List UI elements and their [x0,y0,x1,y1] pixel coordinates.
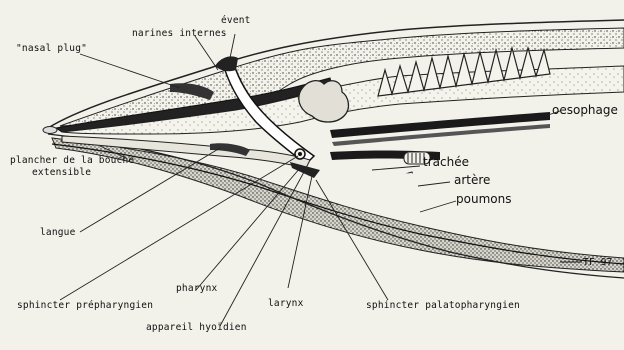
label-extensible: extensible [32,167,91,178]
label-trachee: trachée [423,155,469,169]
label-event: évent [221,15,251,26]
label-sphincter-prepharyngien: sphincter prépharyngien [17,300,153,311]
label-langue: langue [40,227,76,238]
blowhole [215,56,238,71]
label-narines-internes: narines internes [132,28,227,39]
snout-tip [43,127,57,134]
label-artere: artère [454,173,490,187]
label-larynx: larynx [268,298,304,309]
label-poumons: poumons [456,192,511,206]
label-oesophage: oesophage [552,103,618,117]
label-plancher: plancher de la bouche [10,155,134,166]
label-appareil-hyoidien: appareil hyoïdien [146,322,247,333]
label-nasal-plug: "nasal plug" [16,43,87,54]
signature: TF 97 [583,257,613,268]
label-sphincter-palatopharyngien: sphincter palatopharyngien [366,300,520,311]
label-pharynx: pharynx [176,283,217,294]
